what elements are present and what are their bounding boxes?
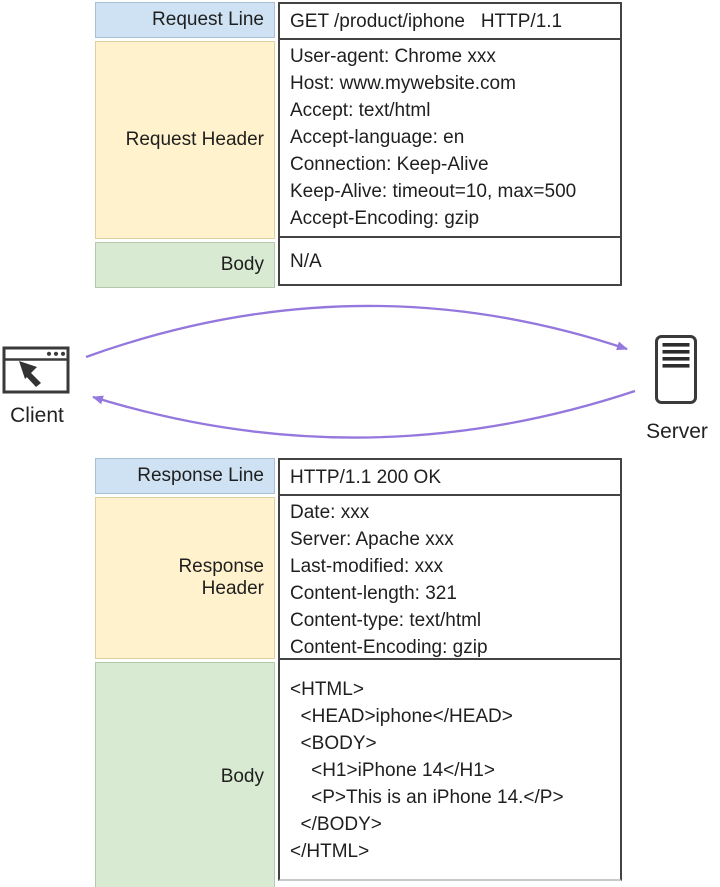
http-response-arrow	[92, 389, 636, 439]
response-header-values: Date: xxx Server: Apache xxx Last-modifi…	[278, 494, 622, 660]
response-body-code: <HTML> <HEAD>iphone</HEAD> <BODY> <H1>iP…	[278, 658, 622, 881]
browser-menu-dots-icon	[46, 351, 66, 356]
client-browser-icon	[2, 346, 70, 394]
client-label: Client	[10, 404, 64, 427]
request-body-label: Body	[95, 242, 275, 288]
response-table: Response Line Response Header Body HTTP/…	[95, 458, 622, 887]
request-body-value: N/A	[278, 236, 622, 286]
response-line-value: HTTP/1.1 200 OK	[278, 458, 622, 496]
server-icon	[655, 335, 697, 404]
cursor-arrow-icon	[19, 361, 41, 387]
response-body-label: Body	[95, 662, 275, 887]
server-label: Server	[646, 420, 708, 443]
request-table: Request Line Request Header Body GET /pr…	[95, 2, 622, 288]
response-line-label: Response Line	[95, 458, 275, 494]
request-line-label: Request Line	[95, 2, 275, 38]
request-line-value: GET /product/iphone HTTP/1.1	[278, 2, 622, 40]
response-header-label: Response Header	[95, 497, 275, 659]
server-slots	[662, 343, 690, 368]
request-header-values: User-agent: Chrome xxx Host: www.mywebsi…	[278, 38, 622, 238]
http-request-arrow	[85, 304, 628, 359]
request-header-label: Request Header	[95, 41, 275, 239]
